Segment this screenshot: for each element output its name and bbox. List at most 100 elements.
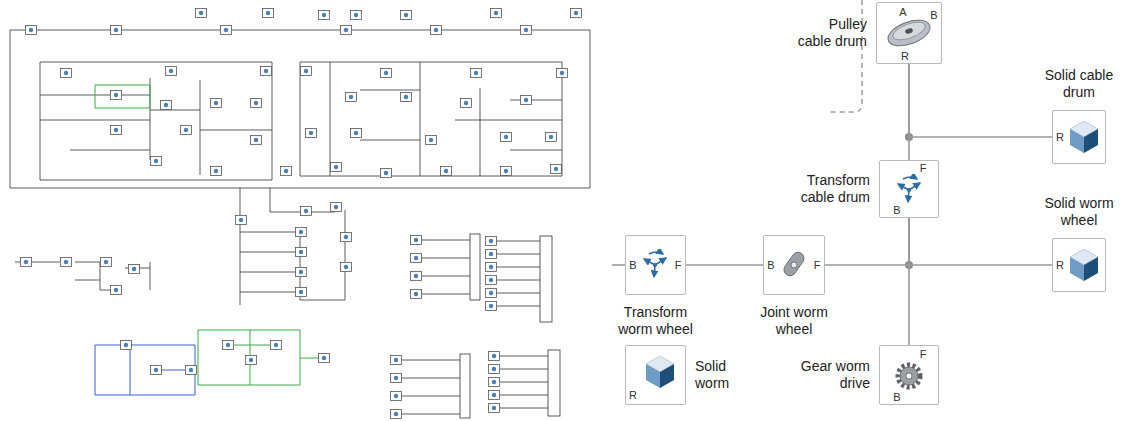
model-blocks	[263, 9, 274, 18]
model-blocks	[501, 133, 512, 142]
model-blocks	[501, 167, 512, 176]
model-blocks	[486, 289, 497, 298]
model-blocks	[251, 99, 262, 108]
gear-icon	[906, 373, 912, 379]
model-blocks	[101, 258, 112, 267]
free-wire	[612, 264, 625, 266]
model-blocks	[151, 366, 162, 375]
model-wiring	[540, 236, 552, 322]
model-blocks	[331, 163, 342, 172]
connection-line	[686, 264, 763, 266]
model-blocks	[166, 67, 177, 76]
model-blocks	[151, 157, 162, 166]
model-blocks	[301, 207, 312, 216]
gear-icon	[900, 367, 918, 385]
model-wiring	[495, 241, 540, 306]
pulley-icon	[885, 15, 934, 51]
block-name: Transform worm wheel	[616, 304, 696, 338]
block: Transform cable drum	[879, 160, 939, 218]
model-blocks	[341, 233, 352, 242]
model-blocks	[381, 69, 392, 78]
model-blocks	[281, 167, 292, 176]
model-blocks	[486, 250, 497, 259]
port-label: B	[767, 260, 774, 271]
model-blocks	[196, 9, 207, 18]
model-blocks	[296, 248, 307, 257]
model-blocks	[319, 11, 330, 20]
model-blocks	[301, 67, 312, 76]
solid-icons	[646, 356, 674, 388]
model-blocks	[411, 272, 422, 281]
model-blocks	[401, 93, 412, 102]
model-blocks	[486, 237, 497, 246]
block-caption: Solid cable drum	[1043, 67, 1115, 101]
pulley-icon	[891, 19, 928, 44]
model-blocks	[441, 167, 452, 176]
port-label: A	[899, 7, 906, 18]
pulley-icon	[904, 27, 913, 34]
model-blocks	[111, 286, 122, 295]
block-caption: Transform cable drum	[798, 172, 870, 206]
model-blocks	[26, 26, 37, 35]
port-label: B	[893, 205, 900, 216]
sensor-highlight	[95, 85, 325, 385]
block-caption: Solid worm wheel	[1039, 195, 1119, 229]
model-blocks	[211, 99, 222, 108]
free-wire	[612, 264, 625, 266]
block-name: Solid cable drum	[1043, 67, 1115, 101]
model-blocks	[521, 26, 532, 35]
model-blocks	[111, 126, 122, 135]
port-label: B	[629, 260, 636, 271]
model-wiring	[10, 30, 590, 188]
model-blocks	[341, 263, 352, 272]
block-caption: Transform worm wheel	[616, 304, 696, 338]
model-blocks	[221, 26, 232, 35]
model-blocks	[391, 374, 402, 383]
model-blocks	[306, 129, 317, 138]
electrical-circuit	[95, 345, 195, 395]
model-blocks	[296, 268, 307, 277]
gear-icon	[898, 365, 920, 387]
connection-line	[908, 218, 910, 345]
model-blocks	[489, 365, 500, 374]
model-blocks	[111, 91, 122, 100]
block-caption: Gear worm drive	[798, 358, 870, 392]
model-blocks	[486, 302, 497, 311]
model-blocks	[401, 11, 412, 20]
model-blocks	[391, 410, 402, 419]
model-wiring	[500, 356, 548, 408]
joint-icon	[791, 262, 797, 268]
gear-icon	[898, 365, 920, 387]
transform-icons	[644, 252, 666, 277]
model-blocks	[181, 126, 192, 135]
model-wiring	[400, 360, 460, 414]
model-blocks	[211, 167, 222, 176]
joint-icon	[782, 250, 807, 278]
block-name: Transform cable drum	[798, 172, 870, 206]
model-wiring	[40, 78, 272, 175]
model-wiring	[10, 30, 590, 418]
sensor-highlight	[95, 85, 150, 108]
model-blocks	[489, 378, 500, 387]
port-label: F	[920, 349, 927, 360]
model-blocks	[341, 26, 352, 35]
block-name: Solid worm	[695, 358, 739, 392]
transform-icons	[898, 177, 920, 202]
solid-icons	[646, 121, 1098, 388]
model-blocks	[381, 169, 392, 178]
connection-line	[909, 64, 1052, 137]
model-wiring	[420, 240, 470, 294]
port-label: R	[1056, 132, 1064, 143]
block-caption: Pulley cable drum	[795, 16, 867, 50]
port-label: F	[814, 260, 821, 271]
model-blocks	[391, 392, 402, 401]
model-blocks	[557, 69, 568, 78]
model-blocks	[521, 96, 532, 105]
block-name: Solid worm wheel	[1039, 195, 1119, 229]
model-wiring	[548, 350, 560, 416]
model-wiring	[240, 188, 335, 305]
model-blocks	[271, 341, 282, 350]
model-blocks	[471, 69, 482, 78]
